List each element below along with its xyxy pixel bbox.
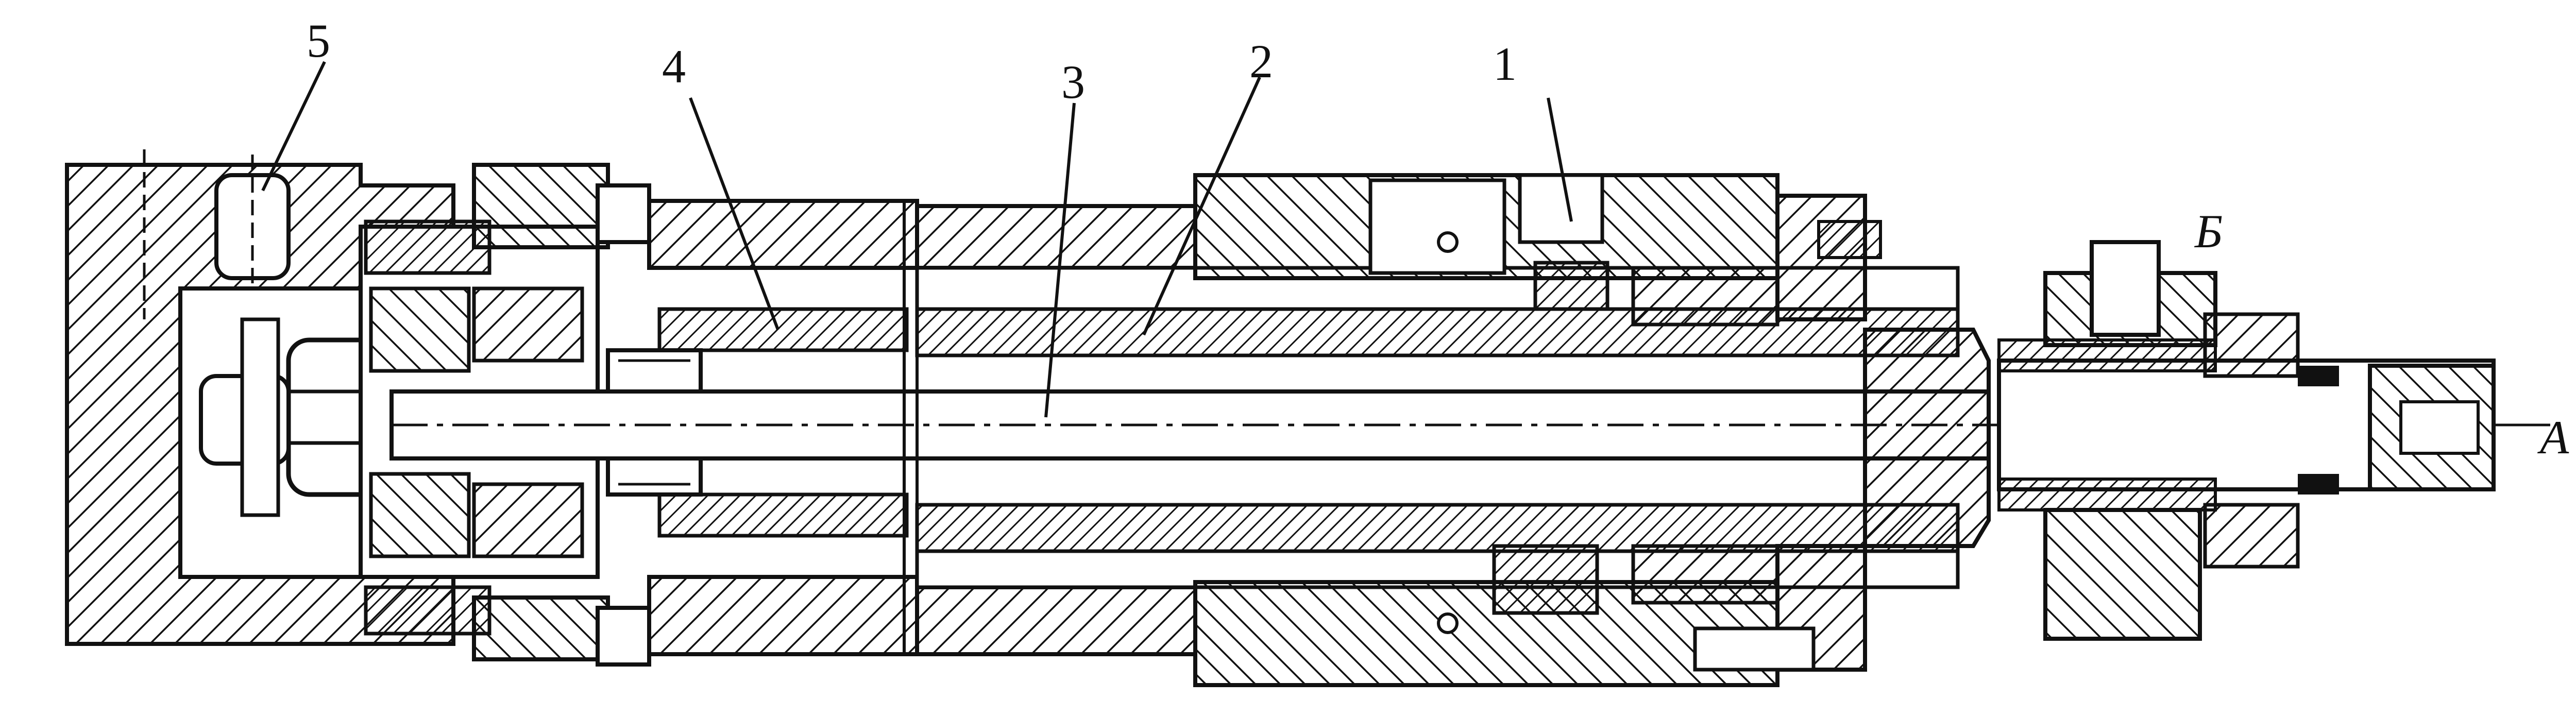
leader-lines: [261, 61, 1573, 418]
center-rod-3: [389, 389, 2550, 461]
rod-end-bushing: [1863, 328, 1991, 548]
gland-housing-1: [1193, 173, 1882, 687]
port-label-a: A: [2537, 411, 2569, 464]
callout-4: 4: [662, 40, 686, 93]
callout-2: 2: [1249, 35, 1273, 88]
inner-sleeve-4: [606, 307, 909, 538]
port-fitting-right: [1997, 240, 2496, 641]
callout-1: 1: [1493, 38, 1517, 90]
callout-5: 5: [307, 14, 330, 67]
callout-3: 3: [1061, 56, 1085, 108]
port-label-b: Б: [2194, 205, 2223, 258]
